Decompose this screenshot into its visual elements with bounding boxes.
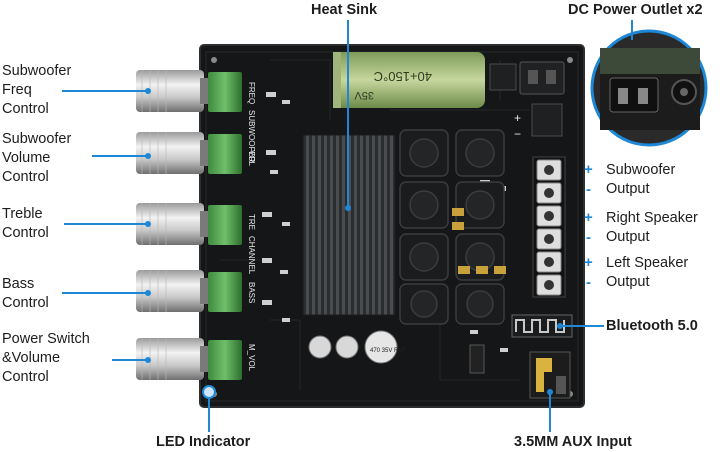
ic-chip xyxy=(469,344,485,374)
leader-sub-freq-dot xyxy=(145,88,151,94)
knob-subwoofer-volume xyxy=(136,132,242,174)
leader-aux xyxy=(549,392,551,432)
silkscreen-labels: FREQ SUBWOOFER VOL TRE CHANNEL BASS M_VO… xyxy=(247,82,256,372)
smd-components xyxy=(262,92,508,352)
inductors xyxy=(399,129,505,325)
label-heat-sink: Heat Sink xyxy=(311,2,378,18)
label-dc-power: DC Power Outlet x2 xyxy=(568,2,703,18)
knob-subwoofer-freq xyxy=(136,70,242,112)
pcb-minus: − xyxy=(514,127,521,141)
speaker-terminals xyxy=(532,156,566,298)
leader-heat-sink-dot xyxy=(345,205,351,211)
leader-treble-dot xyxy=(145,221,151,227)
silk-m-vol: M_VOL xyxy=(247,344,256,372)
sign-left-minus: - xyxy=(586,274,591,291)
sign-right-minus: - xyxy=(586,229,591,246)
silk-tre: TRE xyxy=(247,214,256,230)
leader-dc-power xyxy=(631,20,633,40)
leader-bass-dot xyxy=(145,290,151,296)
main-capacitor: 40+150°C 35V xyxy=(333,52,485,108)
sign-sub-minus: - xyxy=(586,181,591,198)
leader-bass xyxy=(62,292,148,294)
sign-sub-plus: + xyxy=(584,161,593,178)
knobs xyxy=(136,70,242,380)
leader-led xyxy=(208,398,210,432)
silk-subwoofer: SUBWOOFER xyxy=(247,110,256,163)
sign-left-plus: + xyxy=(584,254,593,271)
label-aux: 3.5MM AUX Input xyxy=(514,434,632,450)
tantalum-caps xyxy=(452,208,506,274)
knob-power-volume xyxy=(136,338,242,380)
silk-freq: FREQ xyxy=(247,82,256,104)
small-capacitors: 470 35V RVT xyxy=(308,330,406,364)
leader-bluetooth xyxy=(560,325,604,327)
label-bluetooth: Bluetooth 5.0 xyxy=(606,318,698,334)
heat-sink xyxy=(302,134,396,316)
cap-voltage: 35V xyxy=(354,89,374,101)
knob-treble xyxy=(136,203,242,245)
leader-heat-sink xyxy=(347,20,349,208)
leader-power xyxy=(112,359,148,361)
leader-aux-dot xyxy=(547,389,553,395)
leader-sub-vol xyxy=(92,155,148,157)
sign-right-plus: + xyxy=(584,209,593,226)
leader-sub-vol-dot xyxy=(145,153,151,159)
led xyxy=(202,385,216,399)
leader-sub-freq xyxy=(62,90,148,92)
cap-small-label: 470 35V RVT xyxy=(370,348,406,354)
leader-treble xyxy=(64,223,148,225)
leader-power-dot xyxy=(145,357,151,363)
label-led: LED Indicator xyxy=(156,434,251,450)
dc-inset-zoom xyxy=(590,29,708,147)
silk-bass: BASS xyxy=(247,282,256,303)
dc-power-connector: + − xyxy=(489,61,565,141)
cap-rating: 40+150°C xyxy=(374,69,432,84)
silk-channel: CHANNEL xyxy=(247,236,256,275)
pcb-plus: + xyxy=(514,111,521,125)
silk-vol: VOL xyxy=(247,150,256,167)
leader-bluetooth-dot xyxy=(557,323,563,329)
knob-bass xyxy=(136,270,242,312)
